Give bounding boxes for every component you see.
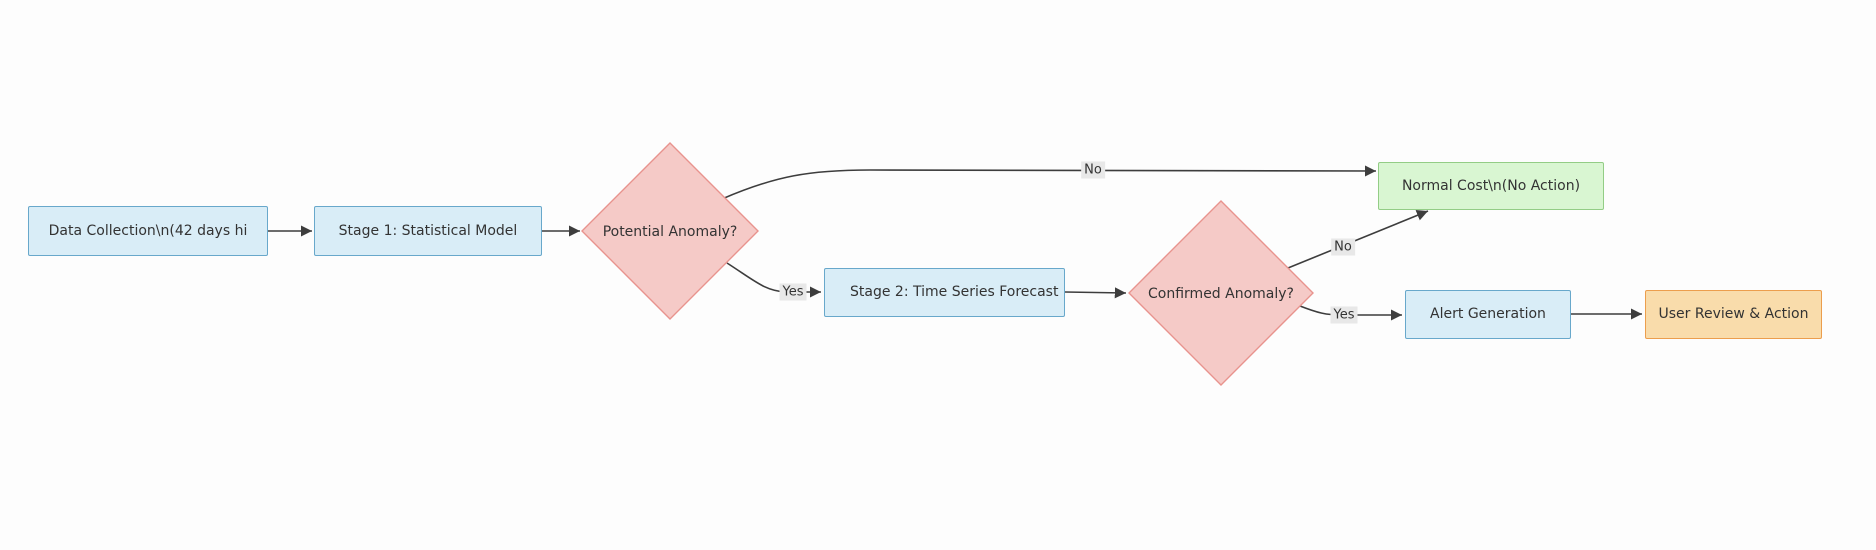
node-label: Normal Cost\n(No Action)	[1401, 177, 1581, 194]
node-label: Data Collection\n(42 days hi	[48, 222, 248, 239]
node-stage1-statistical-model: Stage 1: Statistical Model	[314, 206, 542, 256]
node-label: Stage 1: Statistical Model	[338, 222, 518, 239]
edge-confirmed-no-to-normal	[1287, 210, 1429, 269]
edge-label-no: No	[1331, 238, 1355, 256]
node-label: User Review & Action	[1658, 306, 1809, 323]
node-data-collection: Data Collection\n(42 days hi	[28, 206, 268, 256]
decision-node-confirmed-anomaly	[1128, 200, 1314, 386]
edge-potential-no-to-normal	[721, 165, 1377, 200]
node-normal-cost: Normal Cost\n(No Action)	[1378, 162, 1604, 210]
node-label: Alert Generation	[1430, 306, 1546, 323]
edge-label-yes: Yes	[779, 283, 807, 301]
decision-node-potential-anomaly	[581, 142, 759, 320]
node-user-review-action: User Review & Action	[1645, 290, 1822, 339]
edge-potential-yes-to-stage2	[726, 262, 821, 298]
node-alert-generation: Alert Generation	[1405, 290, 1571, 339]
edge-label-no: No	[1081, 161, 1105, 179]
node-stage2-time-series-forecast: Stage 2: Time Series Forecast	[824, 268, 1065, 317]
edge-stage2-to-confirmed	[1064, 287, 1127, 299]
node-label: Stage 2: Time Series Forecast	[850, 284, 1059, 301]
edge-label-yes: Yes	[1330, 306, 1358, 324]
